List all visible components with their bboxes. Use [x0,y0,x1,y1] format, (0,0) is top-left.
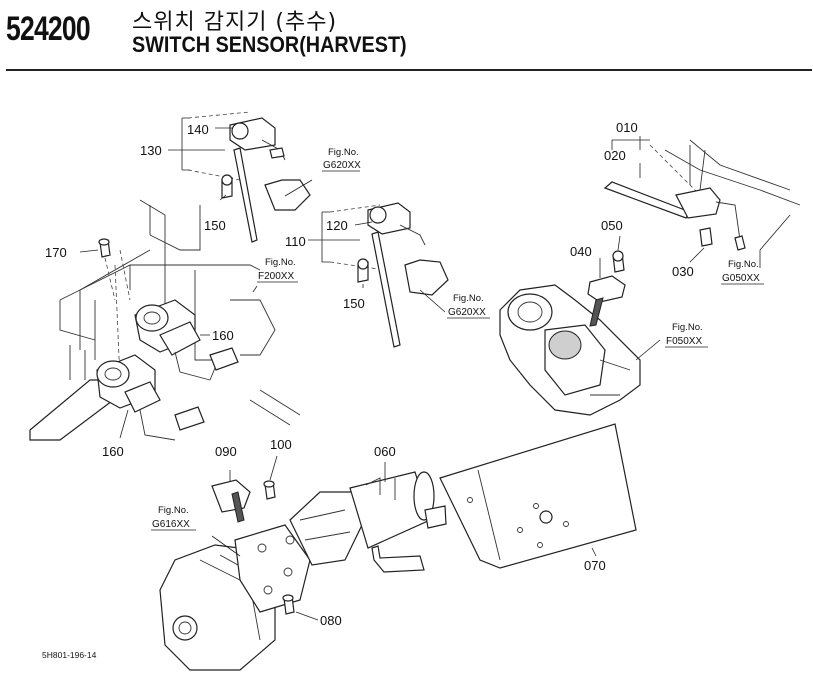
title-korean: 스위치 감지기 (추수) [132,10,338,35]
part-label-140: 140 [187,122,209,137]
leader-lines [79,127,791,621]
sensor-assembly-110 [321,202,449,348]
part-label-050: 050 [601,218,623,233]
part-label-040: 040 [570,244,592,259]
part-label-010: 010 [616,120,638,135]
page-header: 524200 스위치 감지기 (추수) SWITCH SENSOR(HARVES… [0,0,813,72]
fig-ref-g620-upper: G620XX [323,160,361,171]
motor-sensor-160-upper [134,299,239,381]
fig-ref-f050: F050XX [666,336,702,347]
fig-label-5: Fig.No. [672,322,703,333]
fig-ref-g050: G050XX [722,273,760,284]
motor-sensor-160-lower [96,354,205,441]
part-label-130: 130 [140,143,162,158]
part-label-090: 090 [215,444,237,459]
gearbox-right [499,250,641,416]
sensor-assembly-010 [603,139,801,251]
section-code: 524200 [6,10,91,48]
title-english: SWITCH SENSOR(HARVEST) [132,32,407,57]
part-label-070: 070 [584,558,606,573]
fig-label-1: Fig.No. [328,147,359,158]
part-label-160-lower: 160 [102,444,124,459]
fig-references: Fig.No. G620XX Fig.No. F200XX Fig.No. G6… [151,147,764,531]
bolt-100 [263,480,276,500]
bolt-170 [98,238,116,301]
header-rule [6,69,812,71]
part-label-080: 080 [320,613,342,628]
part-label-170: 170 [45,245,67,260]
part-label-160-upper: 160 [212,328,234,343]
fig-ref-g616: G616XX [152,519,190,530]
fig-ref-g620-lower: G620XX [448,307,486,318]
part-labels: 140 130 150 120 110 150 010 020 050 040 … [45,120,694,628]
part-label-150-lower: 150 [343,296,365,311]
fig-label-6: Fig.No. [158,505,189,516]
fig-label-2: Fig.No. [265,257,296,268]
motor-060 [289,471,447,573]
part-label-060: 060 [374,444,396,459]
part-label-030: 030 [672,264,694,279]
drawing-id: 5H801-196-14 [42,650,97,660]
sensor-assembly-130 [181,111,311,243]
fig-label-4: Fig.No. [728,259,759,270]
part-label-100: 100 [270,437,292,452]
switch-090 [211,479,251,523]
part-label-110: 110 [285,234,306,249]
part-label-020: 020 [604,148,626,163]
frame-structure [29,199,301,441]
fig-ref-f200: F200XX [258,271,294,282]
cover-plate-070 [439,423,637,569]
part-label-150-upper: 150 [204,218,226,233]
bolt-080 [282,594,295,615]
part-label-120: 120 [326,218,348,233]
fig-label-3: Fig.No. [453,293,484,304]
gearbox-lower [159,524,311,671]
